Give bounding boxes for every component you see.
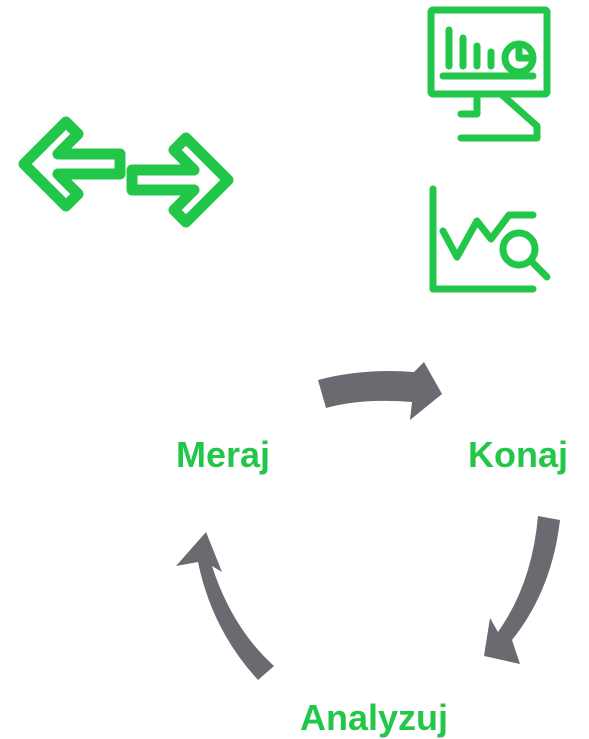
arrow-act-to-analyze	[484, 516, 560, 664]
chart-magnifier-icon	[429, 185, 551, 293]
label-analyze: Analyzuj	[300, 697, 449, 738]
arrow-measure-to-act	[318, 362, 442, 420]
label-measure: Meraj	[176, 434, 271, 475]
label-act: Konaj	[468, 434, 569, 475]
bidirectional-arrows-icon	[18, 116, 234, 228]
arrow-analyze-to-measure	[176, 532, 274, 680]
monitor-chart-icon	[427, 6, 551, 142]
